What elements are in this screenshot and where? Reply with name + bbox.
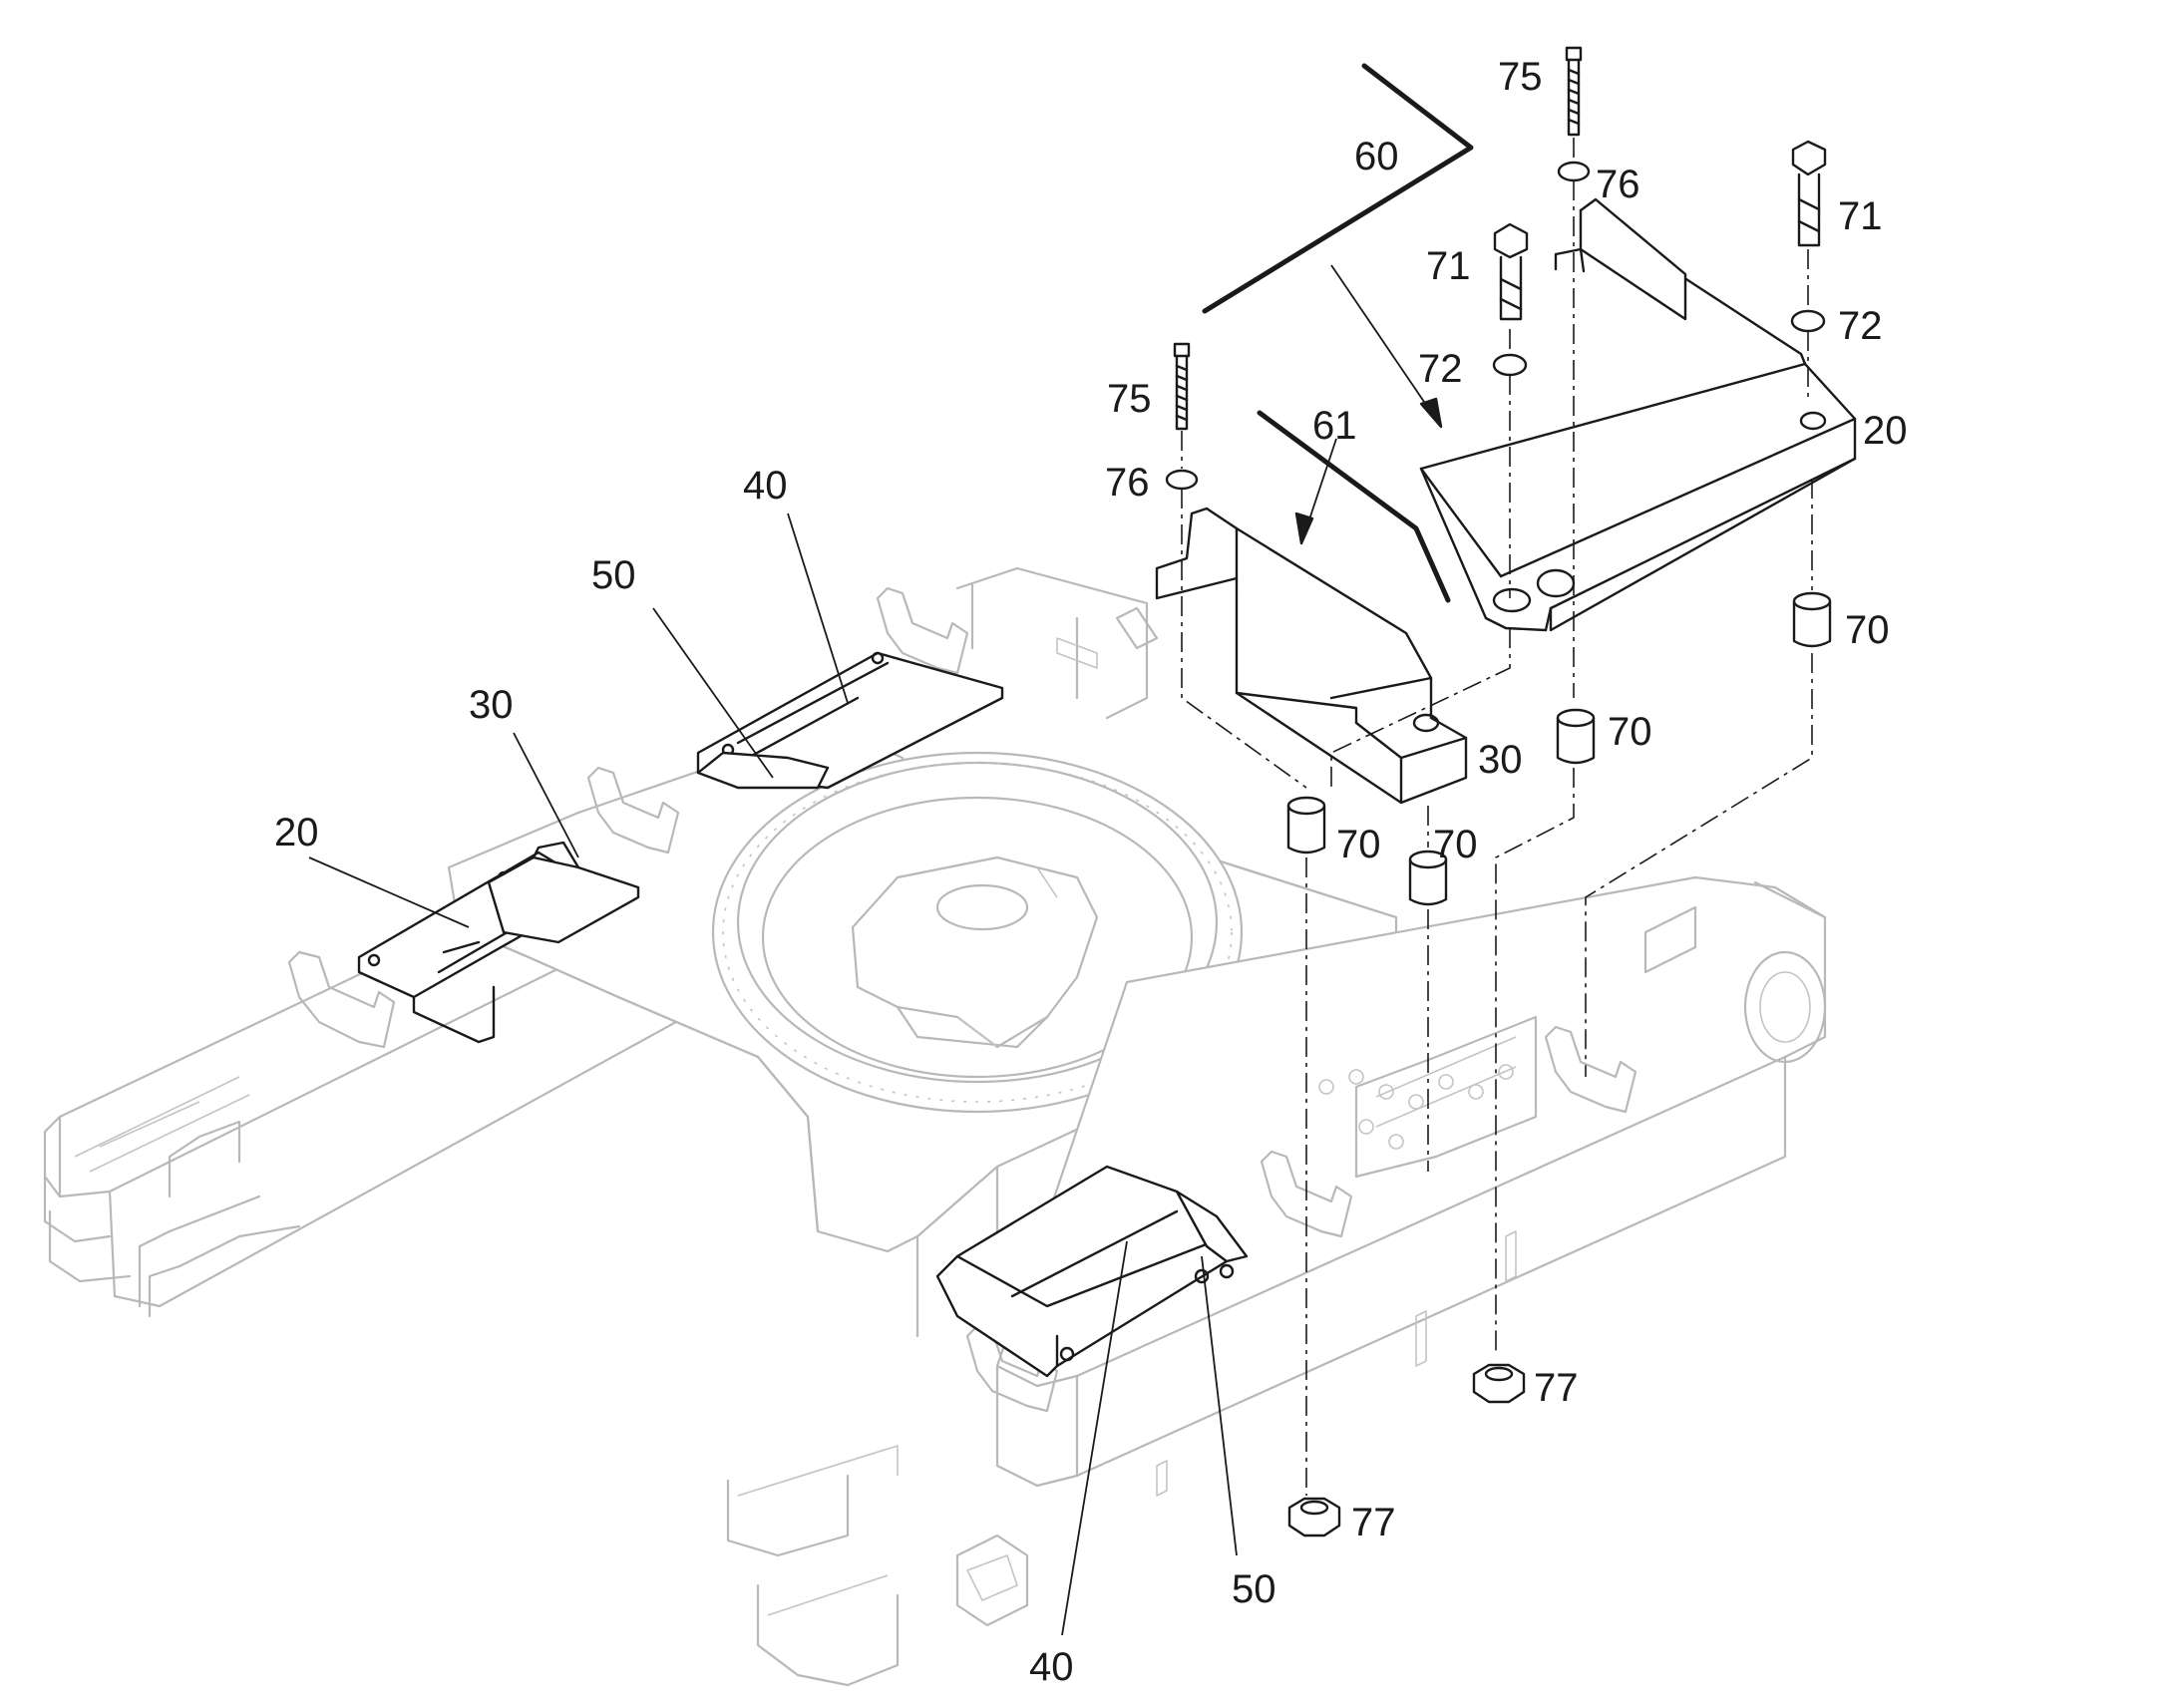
callout-70-a: 70 [1336, 823, 1381, 866]
bolt-71-left [1493, 222, 1529, 321]
bolt-75-right [1565, 46, 1583, 137]
nut-77-left [1287, 1497, 1341, 1537]
bracket-20-exploded [1419, 197, 1857, 632]
callout-71-left: 71 [1426, 244, 1471, 288]
callout-40-upper: 40 [743, 464, 788, 508]
leader-lines [308, 264, 1443, 1636]
bolt-71-right [1791, 140, 1827, 247]
washer-72-right [1790, 309, 1826, 333]
callout-77-left: 77 [1351, 1501, 1396, 1544]
bracket-50-upper-mounted [696, 751, 830, 790]
callout-72-left: 72 [1418, 347, 1463, 391]
bracket-30-mounted [487, 841, 640, 944]
callout-50-upper: 50 [591, 553, 636, 597]
callout-30-left: 30 [469, 683, 514, 727]
washer-76-right [1557, 161, 1591, 182]
callout-60: 60 [1354, 135, 1399, 178]
washer-72-left [1492, 353, 1528, 377]
callout-76-left: 76 [1105, 461, 1150, 505]
rod-60 [1202, 63, 1474, 314]
spacer-70-b [1408, 850, 1448, 906]
nut-77-right [1472, 1363, 1526, 1404]
callout-75-top: 75 [1498, 55, 1543, 99]
callout-70-b: 70 [1433, 823, 1478, 866]
callout-77-right: 77 [1534, 1366, 1579, 1410]
bracket-30-exploded [1155, 507, 1468, 805]
callout-61: 61 [1312, 404, 1357, 448]
callout-72-right: 72 [1838, 304, 1883, 348]
bolt-75-left [1173, 342, 1191, 431]
callout-40-lower: 40 [1029, 1645, 1074, 1689]
callout-labels: 75 60 76 71 71 72 72 75 61 20 76 40 50 7… [274, 55, 1908, 1689]
spacer-70-c [1556, 708, 1596, 765]
callout-20-left: 20 [274, 811, 319, 854]
callout-50-lower: 50 [1232, 1567, 1276, 1611]
rod-61 [1257, 410, 1451, 603]
callout-20-right: 20 [1863, 409, 1908, 453]
spacer-70-a [1286, 796, 1326, 854]
callout-70-c: 70 [1608, 710, 1652, 754]
bracket-50-lower-mounted [1175, 1190, 1249, 1279]
callout-71-right: 71 [1838, 194, 1883, 238]
callout-75-left: 75 [1107, 377, 1152, 421]
spacer-70-d [1792, 591, 1832, 648]
assembly-centerlines [1181, 138, 1813, 1496]
callout-70-d: 70 [1845, 608, 1890, 652]
callout-76-top: 76 [1596, 163, 1640, 206]
callout-30-right: 30 [1478, 738, 1523, 782]
washer-76-left [1165, 469, 1199, 491]
